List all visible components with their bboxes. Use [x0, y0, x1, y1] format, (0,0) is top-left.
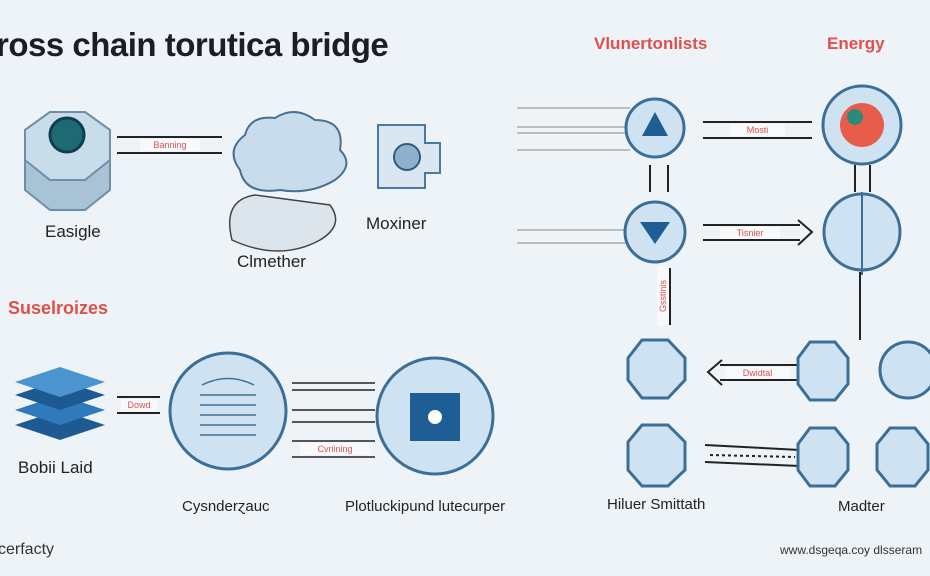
- octagon-node-icon: [626, 338, 687, 400]
- connector-label-combining: Cvriining: [300, 443, 370, 455]
- footer-url: www.dsgeqa.coy dlsseram: [780, 543, 923, 557]
- octagon-node-icon: [796, 340, 850, 402]
- octagon-node-icon: [875, 426, 930, 488]
- node-label-layers: Bobii Laid: [18, 458, 93, 477]
- connector-label-banning: Banning: [140, 139, 200, 151]
- arrow-left-icon: [706, 359, 723, 386]
- triangle-glyph-icon: [642, 112, 668, 136]
- connector-label-mosti: Mosti: [730, 124, 785, 136]
- node-label-hilver: Hiluer Smittath: [607, 496, 706, 513]
- octagon-node-icon: [796, 426, 850, 488]
- footer-brand: cerfacty: [0, 541, 55, 558]
- connector-arrows: [649, 121, 871, 467]
- node-label-cylinder: Cysnderɀauc: [182, 498, 270, 515]
- node-label-cloud: Clmether: [237, 252, 306, 271]
- cloud-icon: [228, 111, 348, 252]
- triangle-glyph-icon: [640, 222, 670, 244]
- page-title: ross chain torutica bridge: [0, 26, 389, 63]
- connector-label-dwidtal: Dwidtal: [725, 367, 790, 379]
- connector-label-gsstinis: Gsstinis: [657, 266, 669, 326]
- node-label-madter: Madter: [838, 498, 885, 515]
- burst-circle-icon: [375, 356, 495, 476]
- connector-label-tisnier: Tisnier: [720, 227, 780, 239]
- octagon-node-icon: [626, 423, 687, 488]
- dashed-connector: [709, 454, 796, 458]
- arrow-right-icon: [797, 219, 814, 246]
- energy-core-icon: [840, 103, 884, 147]
- mox-puzzle-icon: [377, 124, 441, 189]
- gear-node-icon: [878, 340, 930, 400]
- node-label-mox: Moxiner: [366, 214, 427, 233]
- cylinder-circle-icon: [168, 351, 288, 471]
- node-label-burst: Plotluckipund lutecurper: [345, 498, 506, 515]
- connector-lines: [292, 382, 375, 458]
- heading-subsection: Suselroizes: [8, 298, 109, 318]
- node-label-eagle: Easigle: [45, 222, 101, 241]
- layers-icon: [15, 367, 105, 440]
- eagle-stack-icon: [24, 111, 111, 211]
- heading-energy: Energy: [827, 34, 885, 53]
- heading-vulnerabilities: Vlunertonlists: [594, 34, 708, 53]
- connector-label-dowd: Dowd: [121, 399, 157, 411]
- striped-lines: [517, 107, 630, 244]
